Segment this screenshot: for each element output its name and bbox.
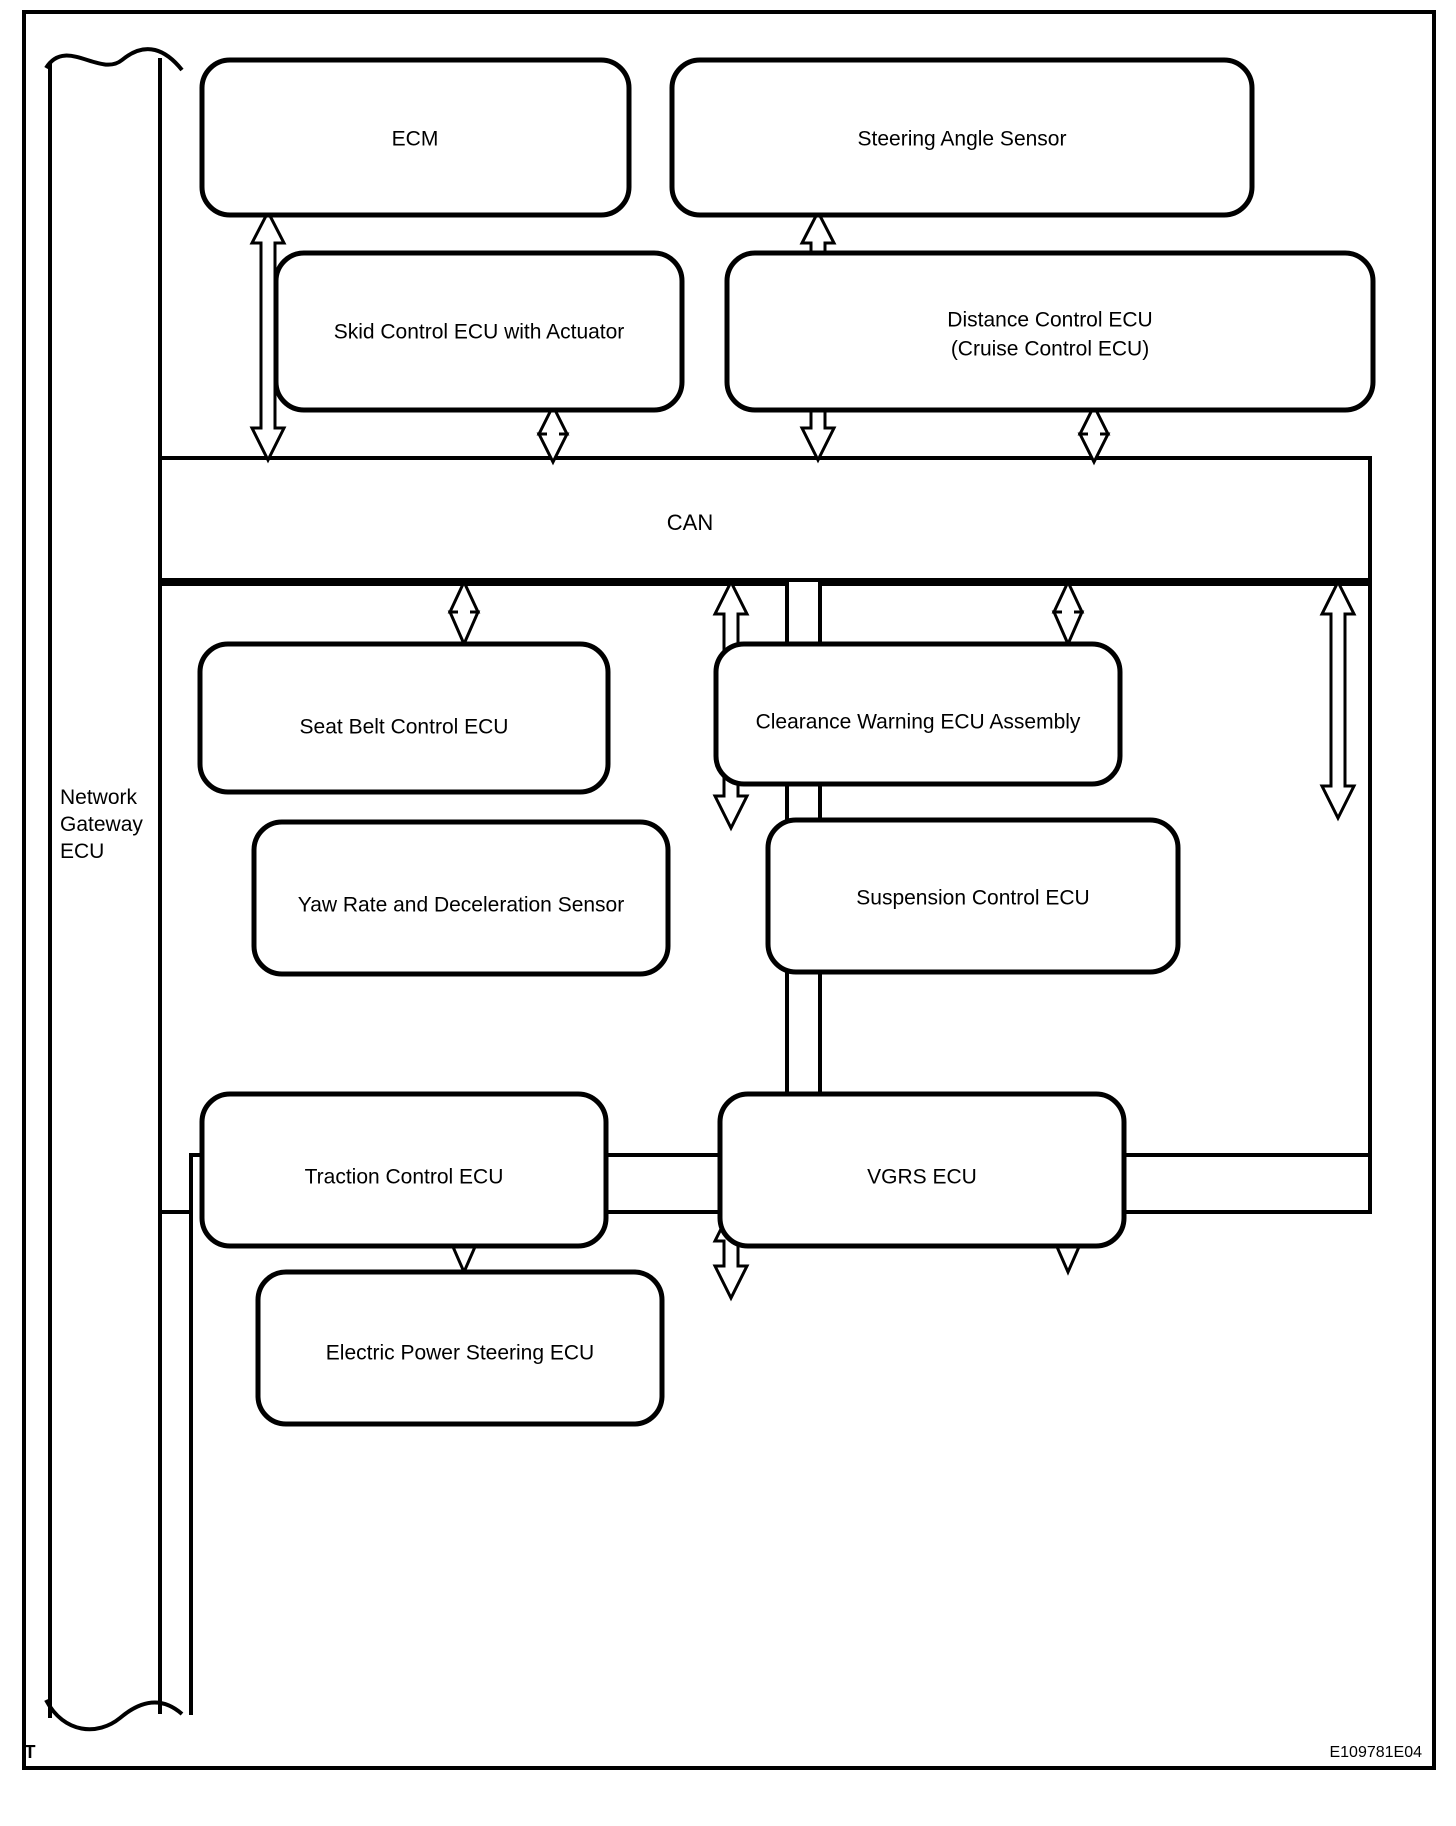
node-suspension-control-ecu-label: Suspension Control ECU [856,887,1089,910]
node-ecm-label: ECM [392,128,439,151]
arrow-distance-control-to-can [1077,402,1111,466]
node-seat-belt-control-ecu[interactable] [197,641,611,795]
diagram-reference-code: E109781E04 [1329,1744,1422,1761]
gateway-label-line1: Network [60,786,138,809]
arrow-ecm-to-can [249,208,287,464]
node-seat-belt-control-ecu-label: Seat Belt Control ECU [300,716,509,739]
node-clearance-warning-ecu-label: Clearance Warning ECU Assembly [756,711,1081,734]
node-electric-power-steering-ecu-label: Electric Power Steering ECU [326,1342,594,1365]
node-traction-control-ecu[interactable] [199,1091,609,1249]
gateway-break-bottom [44,1699,184,1732]
gateway-label-line3: ECU [60,840,104,863]
node-distance-control-ecu-label-1: Distance Control ECU [947,309,1152,332]
node-clearance-warning-ecu[interactable] [713,641,1123,787]
node-skid-control-ecu-label: Skid Control ECU with Actuator [334,321,625,344]
node-traction-control-ecu-label: Traction Control ECU [305,1166,504,1189]
node-yaw-rate-sensor-label: Yaw Rate and Deceleration Sensor [298,894,624,917]
node-steering-angle-sensor-label: Steering Angle Sensor [858,128,1067,151]
node-suspension-control-ecu[interactable] [765,817,1181,975]
node-yaw-rate-sensor[interactable] [251,819,671,977]
arrow-skid-to-can [536,402,570,466]
node-distance-control-ecu-label-2: (Cruise Control ECU) [951,338,1149,361]
terminal-marker: T [25,1742,36,1762]
node-vgrs-ecu[interactable] [717,1091,1127,1249]
node-electric-power-steering-ecu[interactable] [255,1269,665,1427]
node-ecm[interactable] [199,57,632,218]
node-skid-control-ecu[interactable] [273,250,685,413]
gateway-break-top [44,47,184,72]
node-distance-control-ecu[interactable] [724,250,1376,413]
gateway-label-line2: Gateway [60,813,143,836]
arrow-suspension-to-bus [1319,578,1357,822]
node-vgrs-ecu-label: VGRS ECU [867,1166,977,1189]
can-bus-label: CAN [667,510,713,535]
can-bus-bar [158,456,1372,582]
node-steering-angle-sensor[interactable] [669,57,1255,218]
